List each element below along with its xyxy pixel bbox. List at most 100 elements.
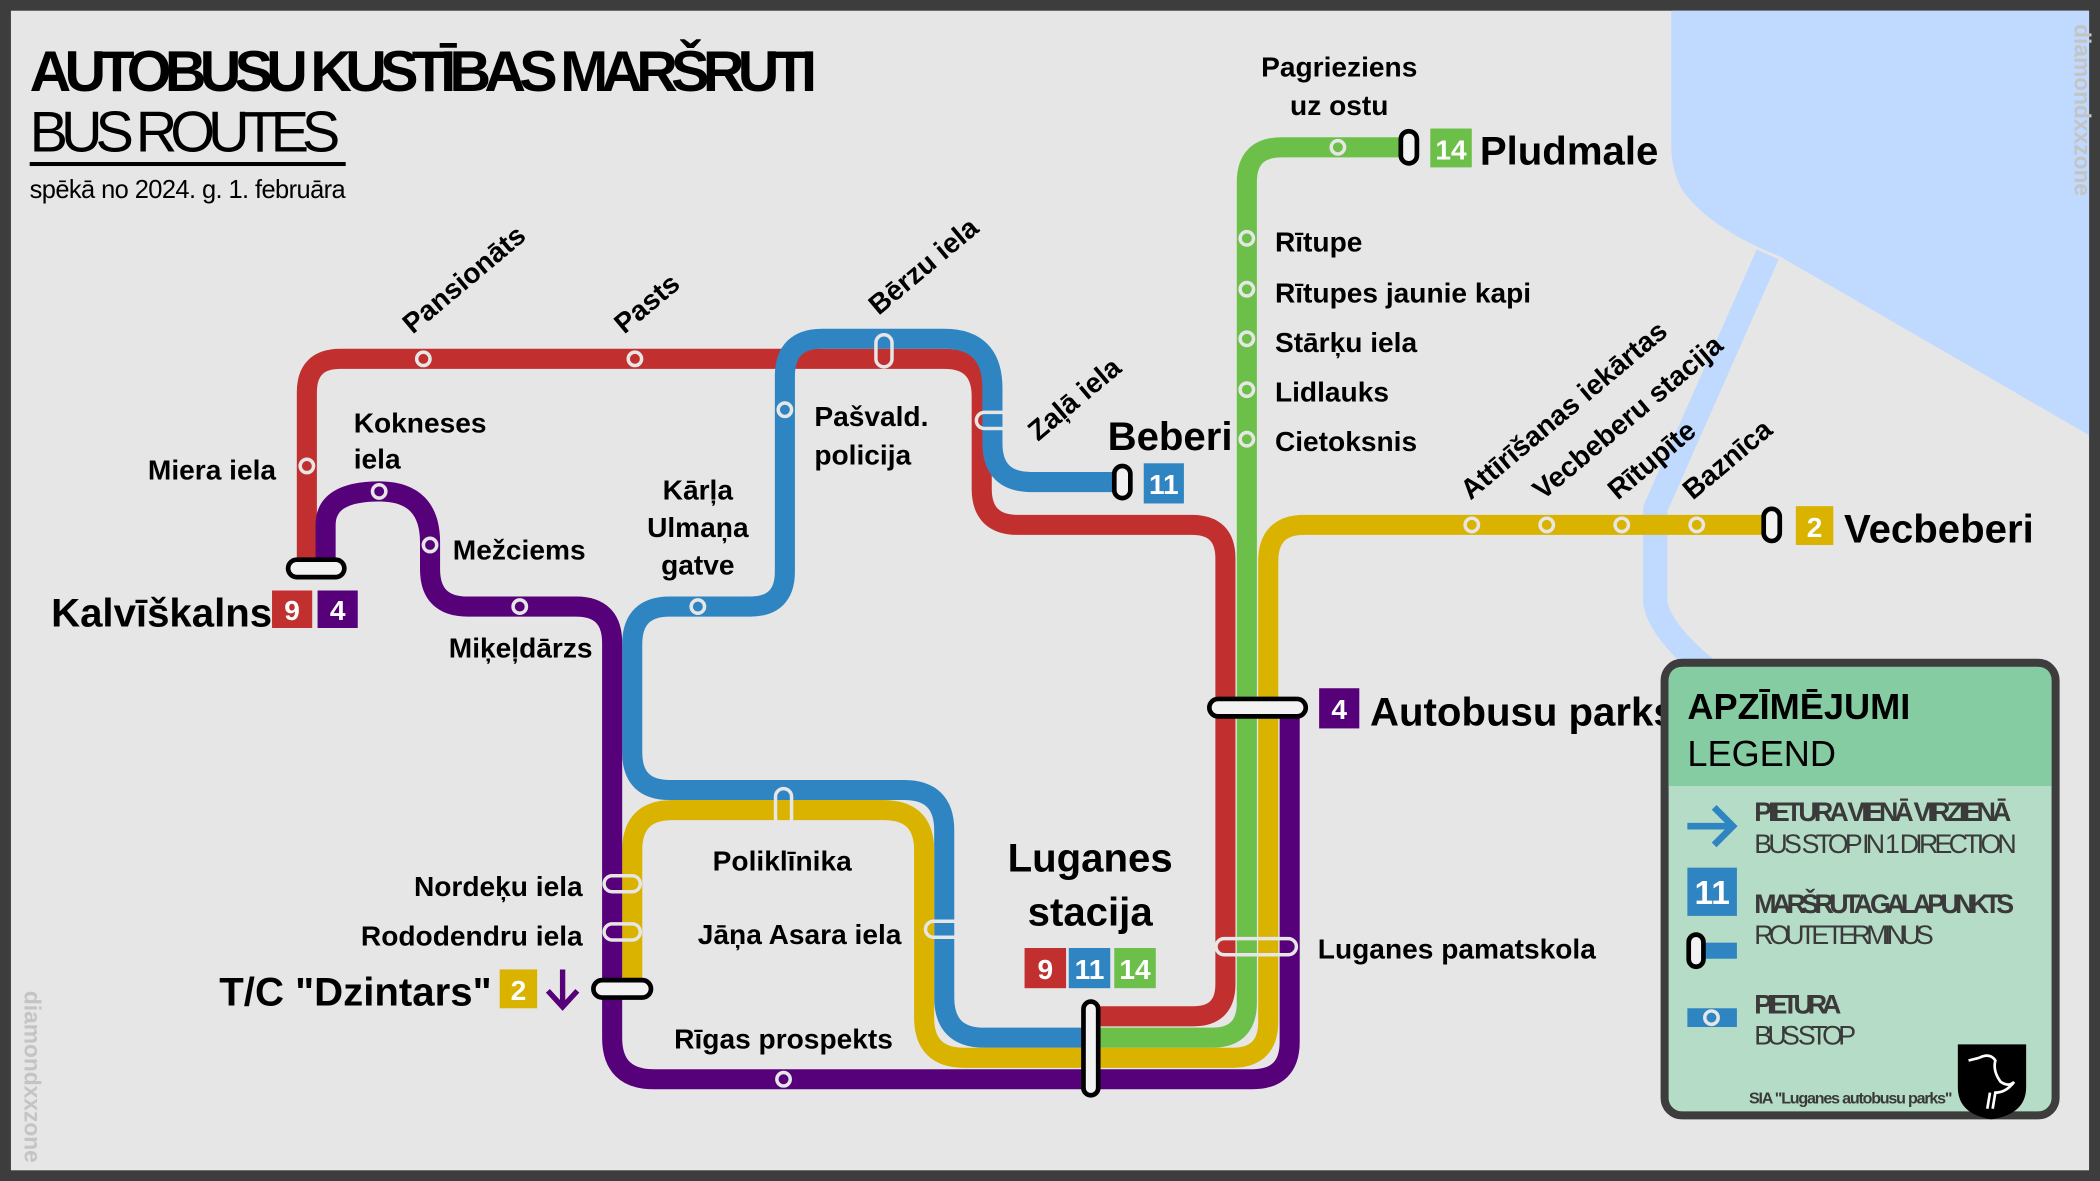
badge-route-2-text: 2 (511, 975, 527, 1006)
title-lv: AUTOBUSU KUSTĪBAS MARŠRUTI (30, 39, 817, 104)
one-direction-arrow-icon (1687, 805, 1738, 848)
label-poliklinika: Poliklīnika (713, 845, 852, 876)
route-14-line (1091, 137, 1409, 1048)
badge-route-11-text: 11 (1149, 469, 1179, 500)
label-nordeku-iela: Nordeķu iela (414, 871, 583, 902)
title-underline (29, 162, 346, 167)
legend-terminus-lv: MARŠRUTA GALAPUNKTS (1754, 888, 2014, 919)
legend-terminus-en: ROUTE TERMINUS (1754, 920, 1933, 950)
label-karla-2: Ulmaņa (647, 512, 749, 543)
one-direction-arrow-down-icon (545, 969, 580, 1011)
stop-nordeku-iela[interactable] (602, 873, 643, 894)
label-rododendru-iela: Rododendru iela (361, 920, 583, 951)
badge-route-11-text: 11 (1075, 954, 1105, 985)
legend-stop-icon (1703, 1009, 1720, 1027)
company-logo-heron-shield-icon (1957, 1044, 2027, 1120)
terminus-beberi[interactable] (1111, 463, 1133, 501)
stop-starku-iela[interactable] (1238, 330, 1256, 348)
badge-route-11 (1068, 948, 1111, 989)
badge-route-4-text: 4 (330, 595, 346, 626)
label-tc-dzintars: T/C "Dzintars" (219, 970, 491, 1015)
stop-berzu-iela[interactable] (874, 333, 894, 369)
stop-zala-iela[interactable] (974, 410, 1013, 431)
label-miera-iela: Miera iela (148, 454, 276, 485)
label-pagrieziens-1: Pagrieziens (1261, 51, 1417, 82)
legend-stop-lv: PIETURA (1754, 990, 1841, 1020)
label-kalviskalns: Kalvīškalns (51, 591, 272, 636)
label-mikeldarzs: Miķeļdārzs (449, 632, 593, 663)
stop-karla-ulmana-gatve[interactable] (689, 598, 707, 616)
terminus-pludmale[interactable] (1398, 128, 1420, 166)
label-kokneses-1: Kokneses (354, 407, 487, 438)
stop-ritupite[interactable] (1613, 516, 1631, 534)
label-pludmale: Pludmale (1480, 129, 1659, 174)
label-autobusu-parks: Autobusu parks (1370, 690, 1676, 735)
stop-lidlauks[interactable] (1238, 381, 1256, 399)
legend-terminus-bar (1700, 942, 1737, 959)
stop-attirisanas-iekartas[interactable] (1463, 516, 1481, 534)
badge-route-14-text: 14 (1435, 134, 1467, 165)
sea (1671, 10, 2090, 436)
badge-route-9-text: 9 (284, 595, 300, 626)
watermark-bottom-left: diamondxxzone (19, 991, 45, 1163)
badge-route-9 (272, 590, 313, 628)
badge-route-9-text: 9 (1037, 954, 1053, 985)
label-beberi: Beberi (1108, 414, 1233, 459)
stop-pagrieziens[interactable] (1329, 138, 1347, 156)
route-9-line (296, 348, 1236, 1027)
stop-mikeldarzs[interactable] (511, 598, 529, 616)
label-vecbeberi: Vecbeberi (1844, 506, 2034, 551)
badge-route-2-text: 2 (1807, 512, 1823, 543)
stop-pansionats[interactable] (414, 350, 432, 368)
terminus-autobusu-parks[interactable] (1206, 696, 1309, 719)
title-en: BUS ROUTES (30, 100, 341, 164)
terminus-vecbeberi[interactable] (1761, 506, 1783, 544)
label-luganes-stacija-2: stacija (1028, 889, 1154, 934)
label-luganes-stacija-1: Luganes (1008, 836, 1173, 881)
legend-stop-en: BUS STOP (1754, 1020, 1856, 1050)
legend-route-badge (1687, 867, 1737, 916)
label-pagrieziens-2: uz ostu (1290, 90, 1388, 121)
stop-rododendru-iela[interactable] (602, 922, 643, 942)
stop-cietoksnis[interactable] (1238, 430, 1256, 448)
legend: APZĪMĒJUMI LEGEND PIETURA VIENĀ VIRZIENĀ… (1660, 658, 2060, 1120)
legend-one-direction-en: BUS STOP IN 1 DIRECTION (1754, 829, 2016, 859)
stop-pasvald-policija[interactable] (776, 401, 794, 419)
stop-ritupes-jaunie-kapi[interactable] (1238, 280, 1256, 298)
stop-ritupe[interactable] (1238, 229, 1256, 247)
legend-title-en: LEGEND (1687, 733, 1836, 774)
stop-luganes-pamatskola[interactable] (1214, 936, 1299, 957)
terminus-luganes-stacija[interactable] (1081, 999, 1101, 1098)
stop-mezciems[interactable] (421, 536, 439, 554)
legend-terminus-icon (1686, 932, 1706, 970)
label-jana-asara-iela: Jāņa Asara iela (698, 919, 902, 950)
badge-route-14 (1114, 948, 1156, 989)
route-2-line (622, 514, 1772, 1068)
badge-route-11 (1143, 463, 1184, 504)
stop-pasts[interactable] (626, 350, 644, 368)
stop-kokneses-iela[interactable] (370, 482, 388, 500)
label-luganes-pamatskola: Luganes pamatskola (1318, 934, 1596, 965)
stop-rigas-prospekts[interactable] (775, 1070, 792, 1088)
label-kokneses-2: iela (354, 444, 401, 475)
label-starku-iela: Stārķu iela (1275, 327, 1418, 358)
terminus-kalviskalns[interactable] (285, 557, 347, 580)
stop-poliklinika[interactable] (773, 786, 794, 828)
label-pasvald-1: Pašvald. (814, 401, 928, 432)
badge-route-2 (1795, 506, 1834, 545)
stop-jana-asara-iela[interactable] (923, 919, 964, 940)
label-cietoksnis: Cietoksnis (1275, 426, 1417, 457)
stop-miera-iela[interactable] (298, 457, 316, 475)
badge-route-14-text: 14 (1119, 954, 1151, 985)
route-4-line (315, 481, 1300, 1090)
label-ritupe: Rītupe (1275, 227, 1362, 258)
valid-from: spēkā no 2024. g. 1. februāra (30, 176, 347, 204)
label-karla-1: Kārļa (663, 474, 734, 505)
stop-vecbeberu-stacija[interactable] (1538, 516, 1556, 534)
badge-route-14 (1430, 128, 1472, 168)
stop-baznica[interactable] (1688, 516, 1706, 534)
terminus-tc-dzintars[interactable] (591, 977, 654, 1000)
legend-title-lv: APZĪMĒJUMI (1687, 686, 1910, 727)
badge-route-4 (317, 590, 358, 628)
